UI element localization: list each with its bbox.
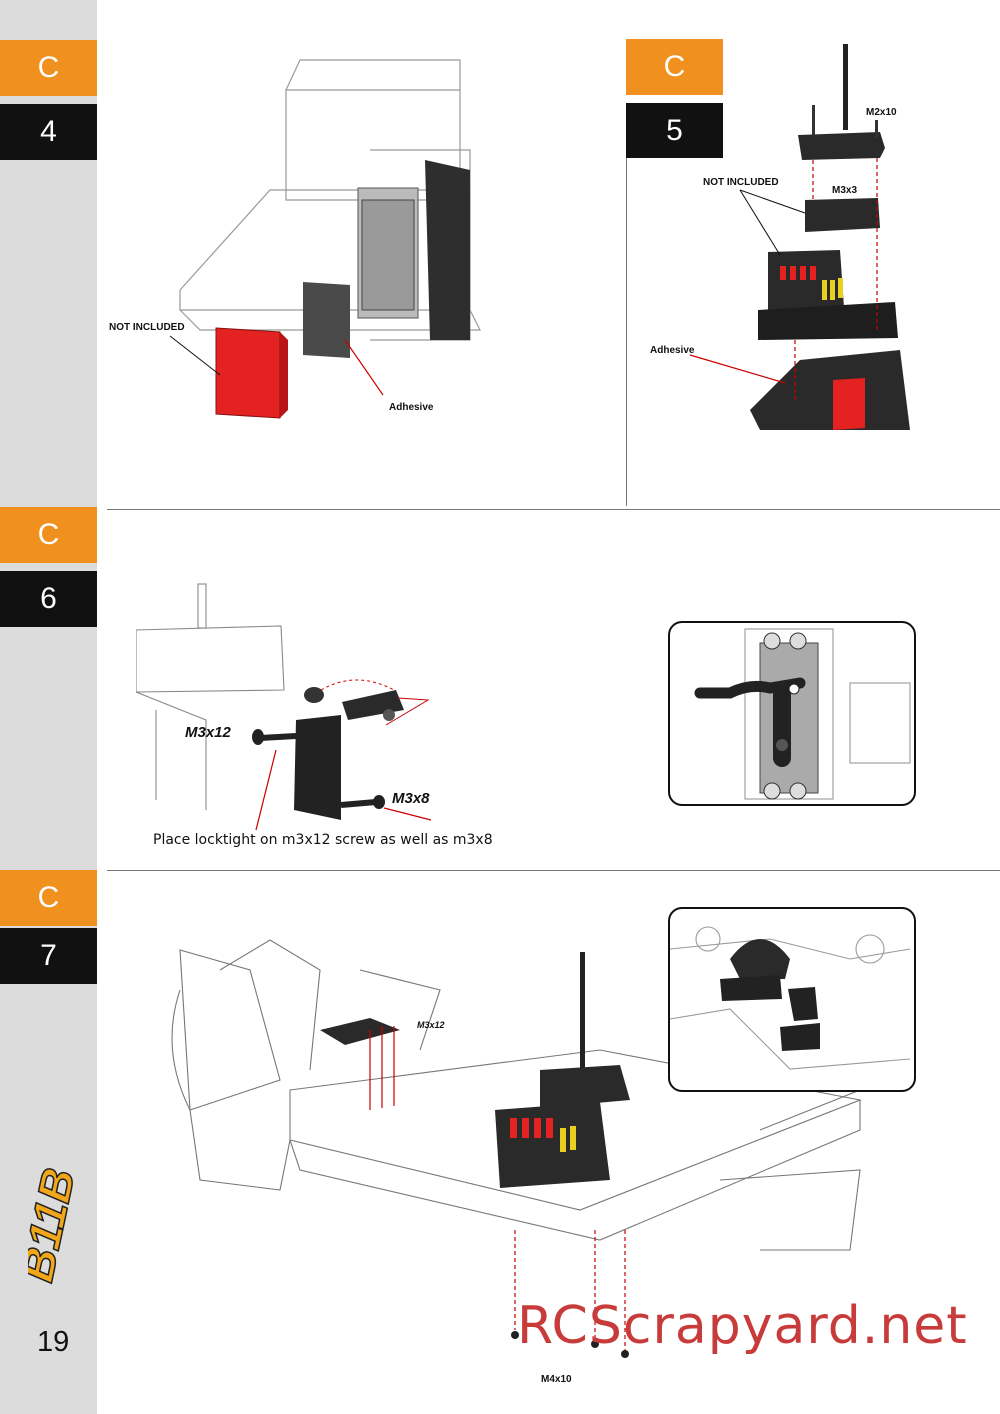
adhesive-label: Adhesive — [389, 402, 434, 413]
step-tag-c5: C 5 — [626, 39, 723, 158]
svg-text:B11B: B11B — [28, 1164, 78, 1287]
step-c5-illustration — [689, 44, 910, 430]
steering-link-detail — [670, 926, 911, 1070]
screw-m2x10-label: M2x10 — [866, 107, 897, 118]
step-c6-detail-inset — [668, 621, 916, 806]
servo-horn-detail — [694, 628, 911, 800]
step-c6-illustration — [136, 583, 432, 830]
adhesive-label: Adhesive — [650, 345, 695, 356]
watermark: RCScrapyard.net — [517, 1296, 968, 1356]
step-tag-c6: C 6 — [0, 507, 97, 627]
locktight-caption: Place locktight on m3x12 screw as well a… — [153, 832, 493, 848]
not-included-label: NOT INCLUDED — [703, 177, 779, 188]
step-number: 6 — [0, 571, 97, 627]
screw-m3x3-label: M3x3 — [832, 185, 858, 196]
brand-logo: B11B — [28, 1163, 78, 1287]
step-number: 5 — [626, 103, 723, 158]
sidebar — [0, 0, 97, 1414]
divider — [107, 509, 1000, 510]
screw-m4x10-label: M4x10 — [541, 1374, 572, 1385]
screw-m3x8-label: M3x8 — [392, 790, 430, 807]
step-c7-chassis-illustration — [171, 939, 862, 1358]
step-number: 4 — [0, 104, 97, 160]
step-tag-c7: C 7 — [0, 870, 97, 984]
step-letter: C — [626, 39, 723, 95]
page-number: 19 — [37, 1326, 70, 1358]
step-c4-illustration — [169, 59, 481, 419]
step-letter: C — [0, 870, 97, 926]
screw-m3x12-label: M3x12 — [185, 724, 231, 741]
step-number: 7 — [0, 928, 97, 984]
step-tag-c4: C 4 — [0, 40, 97, 160]
step-c7-detail-inset — [668, 907, 916, 1092]
step-letter: C — [0, 507, 97, 563]
divider — [107, 870, 1000, 871]
screw-m3x12-label: M3x12 — [417, 1020, 445, 1030]
step-letter: C — [0, 40, 97, 96]
not-included-label: NOT INCLUDED — [109, 322, 185, 333]
divider — [626, 150, 627, 506]
